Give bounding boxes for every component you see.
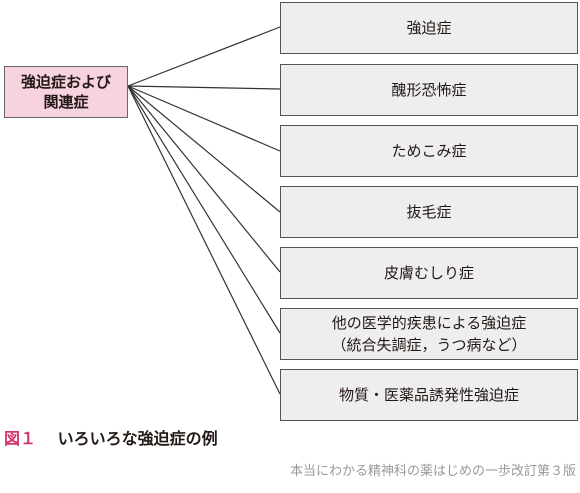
leaf-node-substance-induced-ocd: 物質・医薬品誘発性強迫症 [280,369,578,421]
leaf-node-ocd: 強迫症 [280,2,578,54]
leaf-node-label: 抜毛症 [406,203,452,221]
leaf-node-hoarding: ためこみ症 [280,125,578,177]
leaf-node-label-line1: 他の医学的疾患による強迫症 [331,314,527,332]
leaf-node-label: 強迫症 [406,19,452,37]
leaf-node-label-line2: （統合失調症，うつ病など） [331,336,527,354]
book-credit: 本当にわかる精神科の薬はじめの一歩改訂第３版 [289,464,576,479]
root-node-box: 強迫症および 関連症 [4,66,128,118]
leaf-node-excoriation: 皮膚むしり症 [280,247,578,299]
connector-line [127,26,281,87]
root-node-label-line1: 強迫症および [20,73,111,91]
connector-line [127,85,281,152]
figure-caption: 図１ いろいろな強迫症の例 [4,428,218,450]
leaf-node-trichotillomania: 抜毛症 [280,186,578,238]
connector-line [127,85,281,334]
leaf-node-body-dysmorphic: 醜形恐怖症 [280,64,578,116]
figure-title: いろいろな強迫症の例 [57,429,218,448]
leaf-node-medical-condition-ocd: 他の医学的疾患による強迫症 （統合失調症，うつ病など） [280,308,578,360]
root-node-label-line2: 関連症 [43,93,89,111]
connector-line [127,85,281,273]
leaf-node-label: ためこみ症 [391,142,467,160]
leaf-node-label: 物質・医薬品誘発性強迫症 [338,386,519,404]
leaf-node-label: 醜形恐怖症 [391,81,467,99]
figure-number: 図１ [4,429,37,448]
connector-line [127,85,281,395]
connector-line [127,85,281,213]
leaf-node-label: 皮膚むしり症 [383,264,474,282]
connector-line [127,85,281,90]
